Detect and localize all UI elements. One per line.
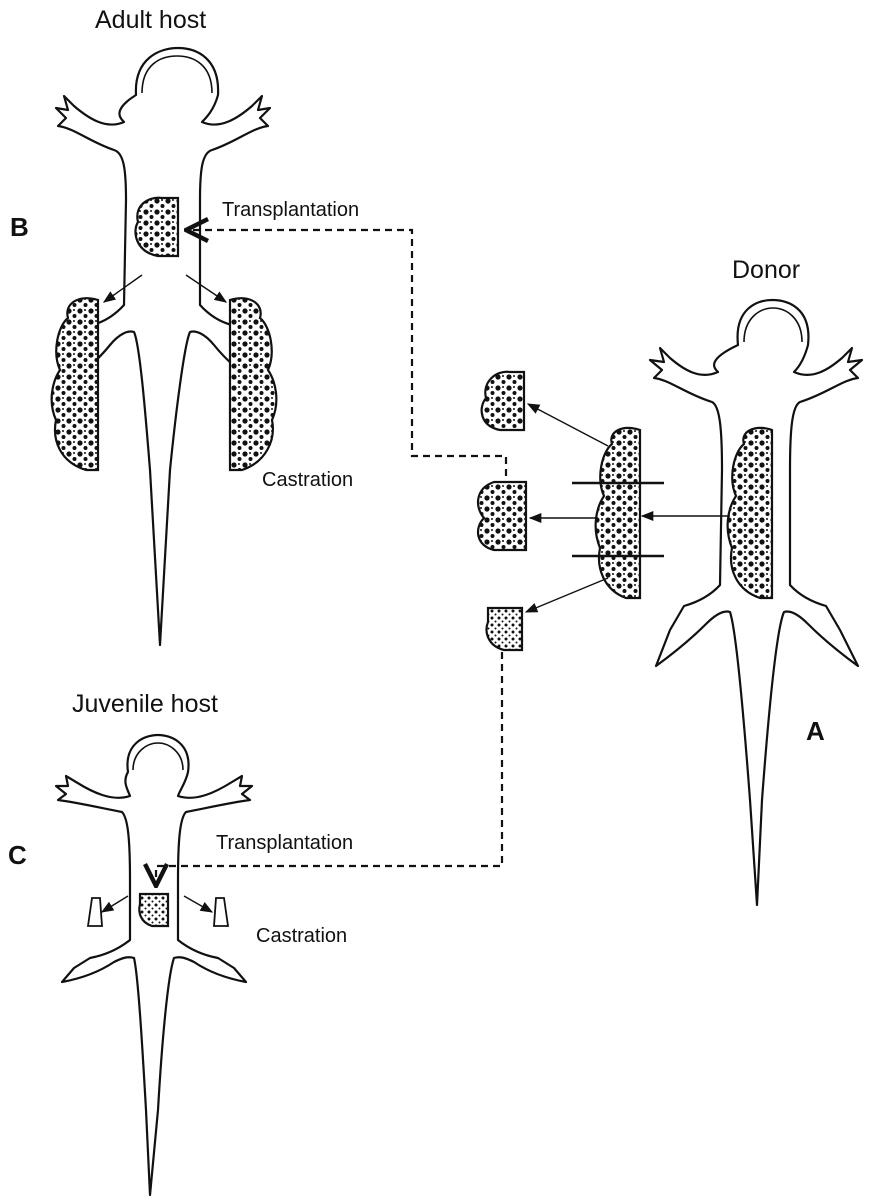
- donor-title: Donor: [732, 258, 800, 283]
- adult-host-right-testis-icon: [230, 298, 276, 470]
- adult-host-left-testis-icon: [52, 298, 98, 470]
- juvenile-host-right-testis-icon: [214, 898, 228, 926]
- adult-castration-arrow-right: [186, 275, 226, 302]
- juvenile-host-graft-icon: [139, 894, 168, 926]
- split-arrow-lower: [526, 578, 608, 612]
- graft-piece-lower-icon: [487, 608, 522, 650]
- juvenile-host-left-testis-icon: [88, 898, 102, 926]
- excised-testis-icon: [572, 428, 664, 598]
- graft-piece-upper-icon: [482, 372, 524, 430]
- juvenile-castration-arrow-left: [102, 896, 128, 912]
- adult-host-graft-icon: [135, 198, 178, 256]
- panel-label-a: A: [806, 718, 825, 744]
- adult-host-title: Adult host: [95, 8, 206, 33]
- adult-castration-arrow-left: [104, 275, 142, 302]
- donor-testis-icon: [728, 428, 772, 598]
- juvenile-castration-arrow-right: [184, 896, 212, 912]
- juvenile-host-title: Juvenile host: [72, 692, 218, 717]
- castration-label-adult: Castration: [262, 470, 353, 490]
- castration-label-juvenile: Castration: [256, 926, 347, 946]
- juvenile-host-body-icon: [56, 735, 252, 1195]
- transplantation-label-juvenile: Transplantation: [216, 833, 353, 853]
- panel-label-c: C: [8, 842, 27, 868]
- split-arrow-upper: [528, 404, 608, 446]
- transplantation-label-adult: Transplantation: [222, 200, 359, 220]
- graft-piece-middle-icon: [478, 482, 526, 550]
- donor-body-icon: [650, 300, 862, 905]
- panel-label-b: B: [10, 214, 29, 240]
